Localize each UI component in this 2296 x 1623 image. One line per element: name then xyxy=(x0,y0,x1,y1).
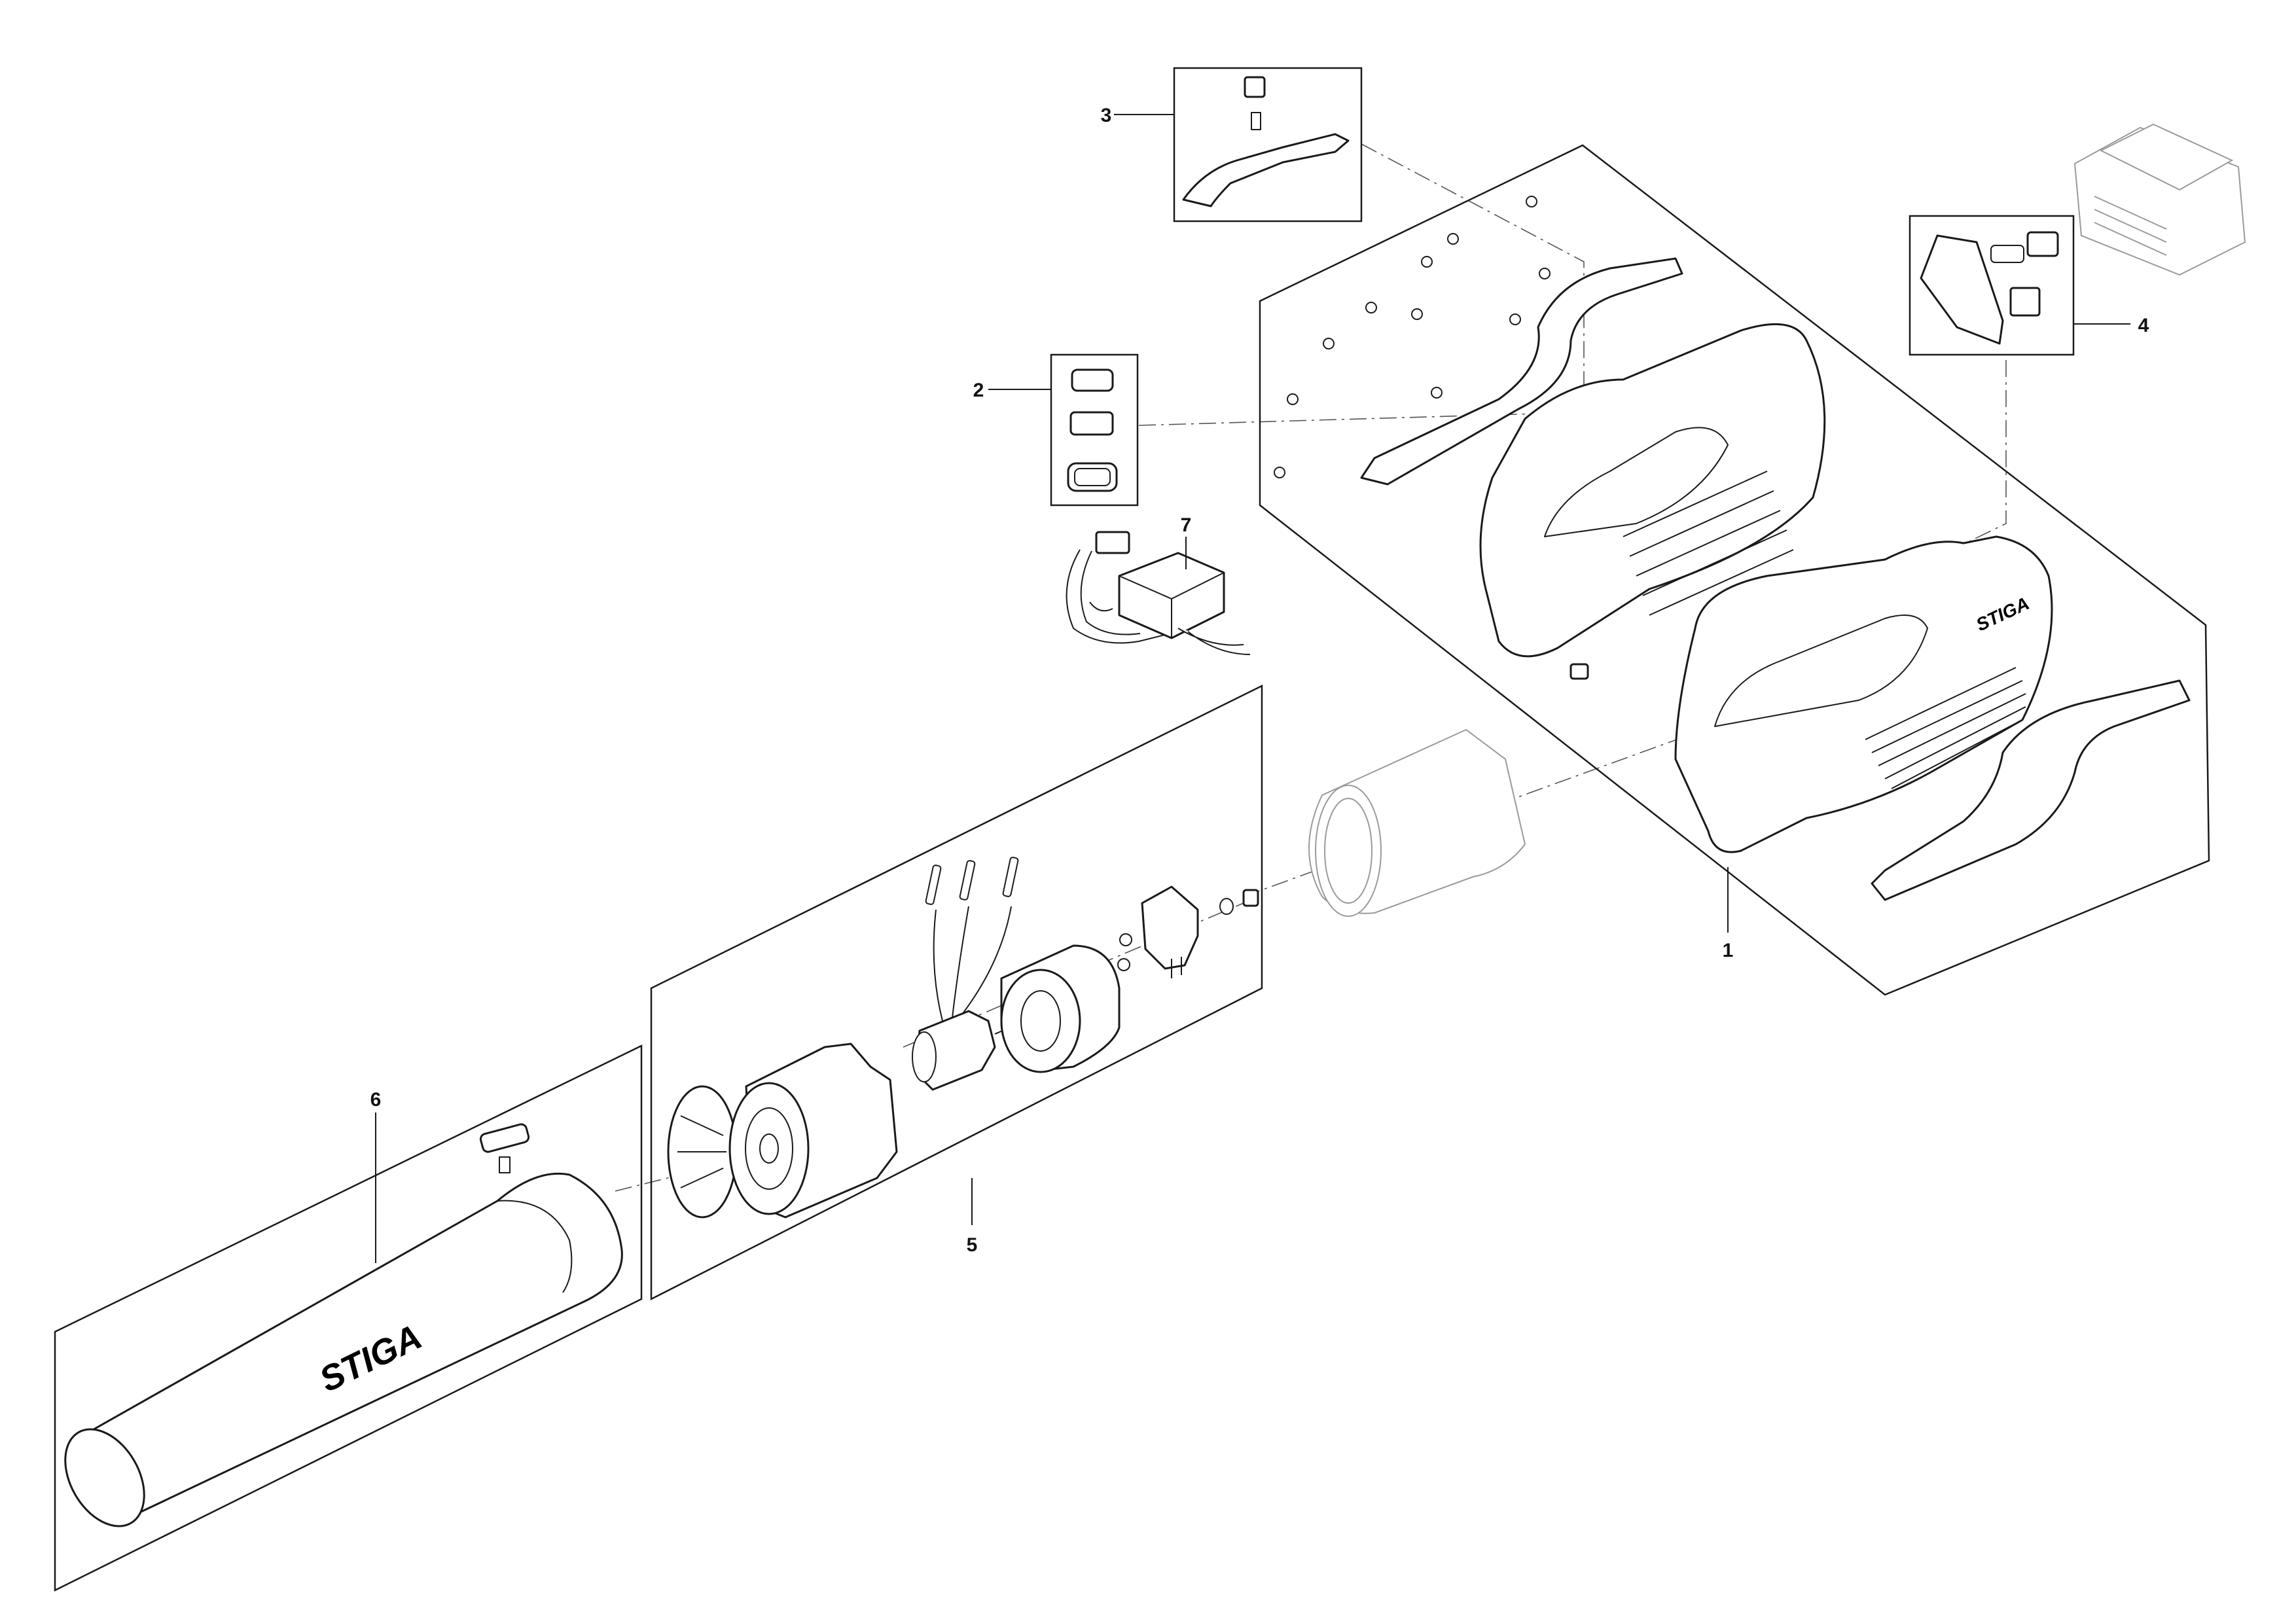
battery-pack xyxy=(2073,123,2246,276)
controller-group: 7 xyxy=(1066,514,1251,655)
switch-gasket-inner xyxy=(1074,468,1111,486)
switch-pad-group: 2 xyxy=(973,353,1139,507)
battery-latch-group: 4 xyxy=(1909,215,2149,356)
tube-latch-button xyxy=(479,1123,530,1153)
motor-screw xyxy=(1119,933,1132,946)
left-housing-ribs xyxy=(1623,471,1794,616)
callout-5-label: 5 xyxy=(967,1234,978,1256)
callout-1-label: 1 xyxy=(1723,940,1734,961)
controller-wires xyxy=(1089,601,1251,655)
blower-tube-group: STIGA 6 xyxy=(54,1044,643,1592)
switch-plate xyxy=(1069,411,1114,436)
motor-fan-group: 5 xyxy=(650,684,1263,1301)
latch-button xyxy=(2026,231,2059,257)
blower-tube xyxy=(74,1172,623,1516)
tube-latch-spring xyxy=(499,1156,511,1173)
side-grip-strip xyxy=(1871,679,2191,901)
callout-6-label: 6 xyxy=(370,1089,382,1111)
housing-screws xyxy=(1274,196,1551,478)
left-housing-handle-opening xyxy=(1544,427,1729,537)
group-6-frame xyxy=(54,1044,643,1592)
air-duct xyxy=(1308,728,1526,917)
callout-7-label: 7 xyxy=(1181,514,1192,536)
callout-3-label: 3 xyxy=(1101,105,1112,126)
trigger-spring xyxy=(1251,112,1261,130)
group-1-frame xyxy=(1259,144,2210,996)
callout-4-label: 4 xyxy=(2138,315,2149,336)
group-3-frame xyxy=(1173,67,1363,223)
latch-spring xyxy=(1990,245,2024,263)
latch-plate xyxy=(1920,234,2004,345)
housing-assembly-group: STIGA 1 xyxy=(1259,144,2210,996)
washer xyxy=(1219,898,1234,915)
handle-trim-strip xyxy=(1360,257,1683,486)
trigger-group: 3 xyxy=(1101,67,1363,223)
trigger-lever xyxy=(1182,133,1350,207)
nut xyxy=(1242,889,1259,907)
group-2-frame xyxy=(1050,353,1139,507)
right-housing-handle-opening xyxy=(1714,615,1928,727)
controller-pad xyxy=(1095,531,1130,554)
group-5-frame xyxy=(650,684,1263,1301)
group-4-frame xyxy=(1909,215,2075,356)
motor-wires xyxy=(925,857,1019,1022)
right-housing-vents xyxy=(1865,667,2026,789)
housing-clip xyxy=(1570,663,1589,680)
tube-nozzle xyxy=(64,1428,145,1527)
switch-cover-top xyxy=(1071,368,1114,392)
latch-connector xyxy=(2009,287,2041,317)
callout-2-label: 2 xyxy=(973,380,984,401)
motor-bracket xyxy=(1141,885,1199,970)
motor-screw xyxy=(1117,958,1130,971)
trigger-lock-button xyxy=(1244,76,1266,98)
